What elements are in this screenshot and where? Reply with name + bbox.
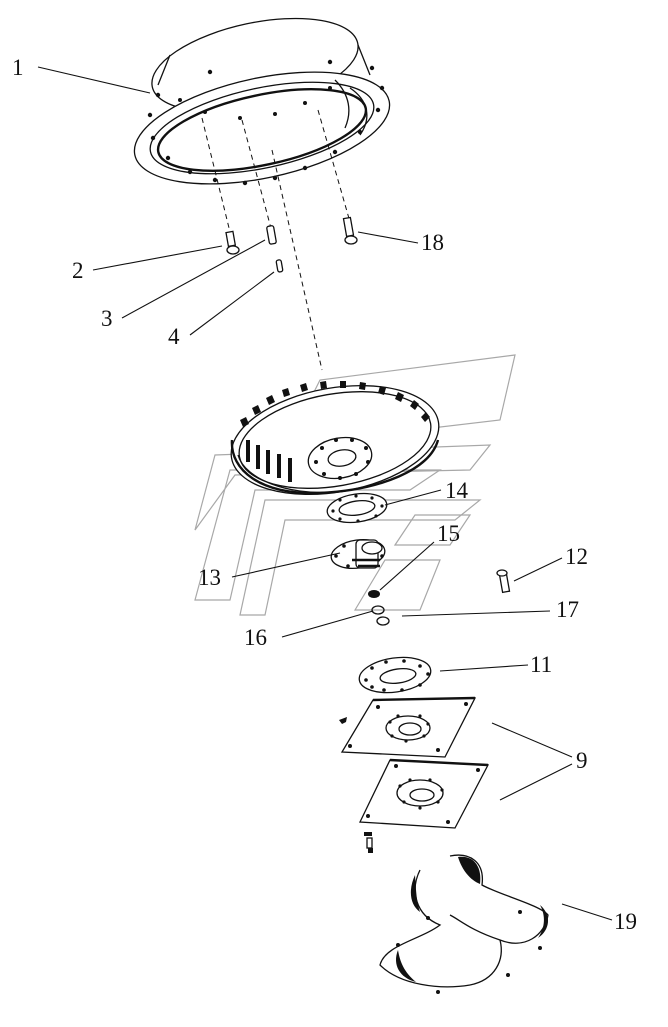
- part-11-gasket: [358, 656, 432, 694]
- callout-9: 9: [576, 748, 588, 773]
- callout-11a: 11: [530, 652, 552, 677]
- part-13-flange-shaft: [330, 538, 386, 570]
- part-1-housing-ring: [133, 17, 391, 186]
- callout-3: 3: [101, 306, 113, 331]
- main-drum-assembly: [230, 381, 440, 496]
- callout-1: 1: [12, 55, 24, 80]
- callout-19: 19: [614, 909, 637, 934]
- part-12-bolt: [496, 569, 511, 594]
- drum-teeth: [240, 381, 430, 482]
- part-16-washer: [371, 605, 385, 615]
- callout-18: 18: [421, 230, 444, 255]
- part-14-gasket: [326, 492, 388, 524]
- part-18-bolt: [342, 216, 358, 245]
- part-2-bolt: [225, 230, 240, 255]
- ring-bolt-holes: [147, 59, 385, 186]
- part-17-washer: [376, 616, 390, 626]
- hub-bolt-holes: [314, 438, 370, 480]
- part-9-plate-upper: [339, 696, 477, 758]
- callout-4: 4: [168, 324, 180, 349]
- callout-16: 16: [244, 625, 267, 650]
- callout-labels: 1 2 3 4 18 14 15 13 12 17 16 11 9 19: [12, 55, 637, 934]
- part-15-nut: [368, 590, 380, 598]
- part-19-adapter-housing: [379, 854, 549, 994]
- part-4-pin: [275, 259, 284, 273]
- leader-lines: [37, 66, 613, 921]
- callout-13: 13: [198, 565, 221, 590]
- callout-14: 14: [445, 478, 469, 503]
- callout-12: 12: [565, 544, 588, 569]
- assembly-center-lines: [201, 109, 351, 371]
- callout-2: 2: [72, 258, 84, 283]
- part-9-plate-lower: [358, 758, 490, 829]
- part-3-stud: [266, 225, 277, 245]
- callout-15: 15: [437, 521, 460, 546]
- callout-17: 17: [556, 597, 579, 622]
- small-screws: [364, 832, 373, 853]
